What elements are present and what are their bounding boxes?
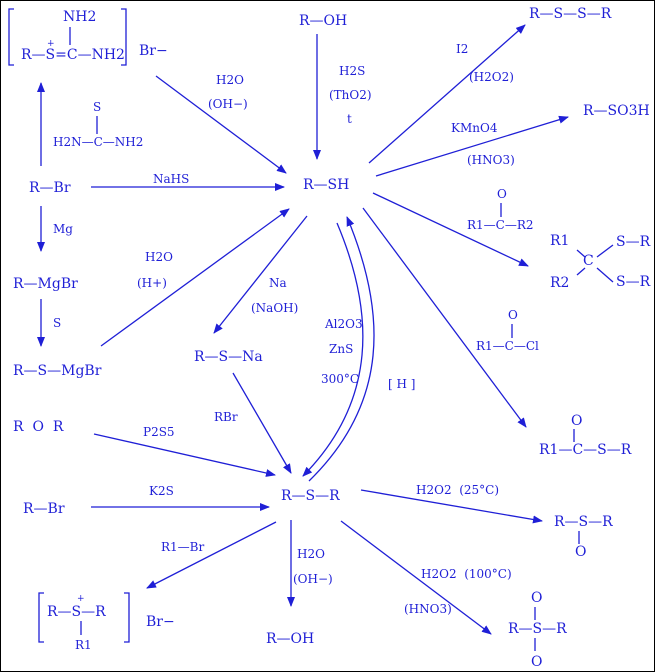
h2s-line3: t	[347, 112, 352, 126]
nahs-condition: NaHS	[153, 172, 189, 186]
isothiouronium-charge: +	[47, 39, 55, 49]
thioketal-r2: R2	[550, 275, 569, 291]
p2s5-condition: P2S5	[143, 425, 175, 439]
thioketal-sr-top: S—R	[616, 234, 651, 250]
isothiouronium-left-bracket	[8, 8, 14, 66]
isothiouronium-nh2: NH2	[63, 9, 96, 25]
hydrolysis-3-line2: (OH−)	[293, 572, 333, 586]
al2o3-line2: ZnS	[329, 342, 353, 356]
arrow-thiol-to-disulfide	[368, 24, 526, 164]
k2s-condition: K2S	[149, 484, 174, 498]
sulfonium-right-bracket	[124, 592, 130, 643]
alkyl-bromide: R—Br	[29, 180, 71, 196]
arrow-sulfide-to-sulfoxide	[360, 489, 543, 524]
i2-line1: I2	[456, 42, 468, 56]
thioketal-carbon: C	[583, 253, 594, 269]
arrow-thiolate-to-sulfide	[232, 372, 292, 474]
arrow-thiol-to-thioketal	[372, 192, 529, 267]
arrow-ether-to-sulfide	[93, 433, 276, 477]
h2o2-100-line1: H2O2 (100°C)	[421, 567, 512, 581]
grignard-reagent: R—MgBr	[13, 276, 78, 292]
sulfide-center: R—S—R	[281, 488, 340, 504]
arrow-thiol-to-thioester	[362, 207, 527, 428]
arrow-isothiouronium-to-thiol	[155, 75, 287, 174]
kmno4-line2: (HNO3)	[467, 153, 515, 167]
sulfonium-left-bracket	[38, 592, 44, 643]
thiourea-s: S	[93, 100, 101, 114]
sulfonium-charge: +	[77, 594, 85, 604]
disulfide: R—S—S—R	[529, 6, 612, 22]
hydrolysis-2-line1: H2O	[145, 250, 173, 264]
arrow-thiol-to-sodium-thiolate	[213, 215, 308, 334]
thioketal-sr-bottom: S—R	[616, 274, 651, 290]
arrow-thiolate-mgbr-to-thiol	[100, 208, 290, 347]
al2o3-line1: Al2O3	[324, 317, 363, 331]
s-condition: S	[53, 316, 61, 330]
thiourea-formula: H2N—C—NH2	[53, 135, 143, 149]
sulfonic-acid: R—SO3H	[583, 103, 650, 119]
hydrolysis-1-line2: (OH−)	[208, 97, 248, 111]
kmno4-line1: KMnO4	[451, 121, 498, 135]
sodium-thiolate: R—S—Na	[194, 349, 263, 365]
sulfonium-r1: R1	[75, 638, 92, 652]
alkyl-bromide-2: R—Br	[23, 501, 65, 517]
reduction-condition: [ H ]	[388, 377, 415, 391]
ether: R O R	[13, 419, 64, 435]
na-line1: Na	[269, 276, 287, 290]
thioketal-bond-s2	[596, 267, 614, 283]
hydrolysis-2-line2: (H+)	[137, 276, 167, 290]
na-line2: (NaOH)	[251, 301, 298, 315]
thioketal-bond-s1	[596, 244, 614, 258]
alcohol-source: R—OH	[299, 13, 347, 29]
i2-line2: (H2O2)	[469, 70, 514, 84]
rbr-condition: RBr	[214, 410, 238, 424]
thiol-center: R—SH	[303, 177, 349, 193]
thioketal-bond-r2	[576, 267, 586, 276]
isothiouronium-anion: Br−	[139, 43, 168, 59]
h2s-line1: H2S	[339, 64, 365, 78]
sulfoxide-oxygen: O	[575, 544, 586, 560]
thiolate-mgbr: R—S—MgBr	[13, 363, 102, 379]
sulfonium-anion: Br−	[146, 614, 175, 630]
sulfone-oxygen-bottom: O	[531, 654, 542, 670]
sulfone-oxygen-top: O	[531, 590, 542, 606]
thioketal-r1: R1	[550, 233, 569, 249]
hydrolysis-3-line1: H2O	[297, 547, 325, 561]
arrow-sulfide-to-sulfonium	[146, 521, 277, 589]
alcohol-product: R—OH	[266, 631, 314, 647]
alkylation-condition: R1—Br	[161, 540, 204, 554]
sulfonium-formula: R—S—R	[47, 604, 106, 620]
isothiouronium-right-bracket	[121, 8, 127, 66]
sulfone-formula: R—S—R	[508, 621, 567, 637]
thioester-oxygen: O	[571, 413, 582, 429]
mg-condition: Mg	[53, 222, 73, 236]
sulfoxide-formula: R—S—R	[554, 514, 613, 530]
isothiouronium-formula: R—S=C—NH2	[21, 47, 125, 63]
h2s-line2: (ThO2)	[329, 88, 372, 102]
h2o2-100-line2: (HNO3)	[404, 602, 452, 616]
thioester-formula: R1—C—S—R	[539, 442, 632, 458]
arrow-sulfide-to-thiol	[308, 216, 375, 482]
thioketal-bond-r1	[576, 249, 586, 258]
ketone-oxygen: O	[497, 187, 507, 201]
acyl-chloride-formula: R1—C—Cl	[476, 339, 539, 353]
arrow-thiol-to-sulfonic-acid	[375, 115, 569, 177]
arrow-sulfide-to-sulfone	[340, 520, 492, 635]
arrow-thiol-to-sulfide	[302, 222, 364, 477]
acyl-chloride-oxygen: O	[508, 308, 518, 322]
hydrolysis-1-line1: H2O	[216, 73, 244, 87]
h2o2-25-condition: H2O2 (25°C)	[416, 483, 499, 497]
ketone-formula: R1—C—R2	[467, 218, 534, 232]
al2o3-line3: 300°C	[321, 372, 359, 386]
